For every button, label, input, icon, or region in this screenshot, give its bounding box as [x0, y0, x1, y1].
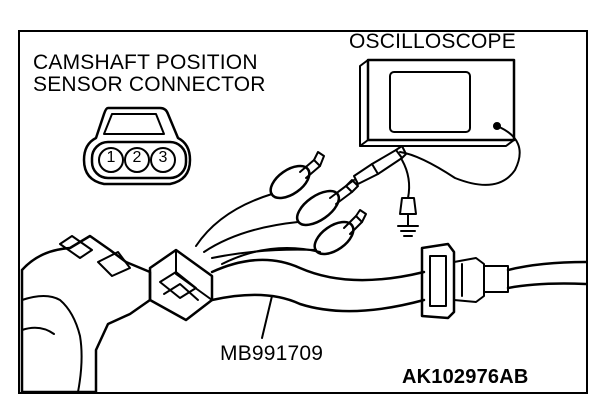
probe-wire-2: [203, 221, 299, 253]
harness-cable-out-lower: [506, 282, 588, 290]
tool-leader-line: [261, 295, 273, 339]
probe-clip-3: [313, 209, 367, 256]
ground-lead: [401, 159, 411, 199]
harness-connector-right: [420, 242, 509, 320]
pin-3-circle: [150, 147, 176, 173]
probe-plug: [353, 145, 407, 185]
harness-connector: [148, 248, 214, 322]
pin-2-label: 2: [132, 149, 142, 166]
connector-title-line-1: CAMSHAFT POSITION: [33, 51, 258, 74]
pin-1-circle: [98, 147, 124, 173]
pin-2-circle: [124, 147, 150, 173]
pin-3-label: 3: [158, 149, 168, 166]
plug-to-clip-wire: [337, 179, 355, 193]
probe-wire-1: [195, 193, 273, 247]
connector-face: [82, 106, 192, 186]
harness-cable-out: [506, 260, 588, 272]
figure-frame: [18, 30, 588, 394]
oscilloscope-label: OSCILLOSCOPE: [349, 30, 516, 53]
pin-1-label: 1: [106, 149, 116, 166]
connector-title-line-2: SENSOR CONNECTOR: [33, 73, 266, 96]
figure-code-label: AK102976AB: [402, 366, 529, 388]
tool-number-label: MB991709: [220, 342, 324, 365]
test-harness-cable: [210, 247, 426, 313]
oscilloscope-screen: [389, 71, 471, 133]
ground-clip: [397, 197, 419, 237]
oscilloscope-lead: [399, 125, 521, 186]
camshaft-sensor-body: [20, 234, 152, 394]
oscilloscope-device: [359, 58, 516, 147]
